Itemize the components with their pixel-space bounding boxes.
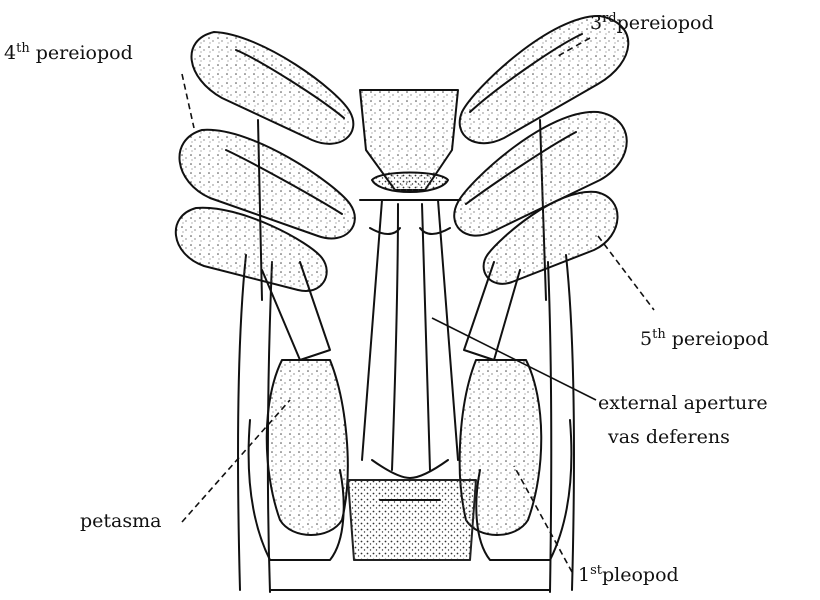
label-3rd-pereiopod: 3rdpereiopod: [590, 14, 714, 33]
body-left-wall: [238, 255, 246, 590]
label-1st-pleopod: 1stpleopod: [578, 566, 679, 585]
label-4th-pereiopod: 4th pereiopod: [4, 44, 133, 63]
thelycum-area: [348, 480, 476, 560]
leader-4th-pereiopod: [182, 74, 194, 128]
label-petasma: petasma: [80, 512, 161, 531]
label-5th-pereiopod: 5th pereiopod: [640, 330, 769, 349]
label-external-aperture: external aperture: [598, 394, 768, 413]
label-vas-deferens: vas deferens: [608, 428, 730, 447]
leader-5th-pereiopod: [598, 236, 654, 310]
